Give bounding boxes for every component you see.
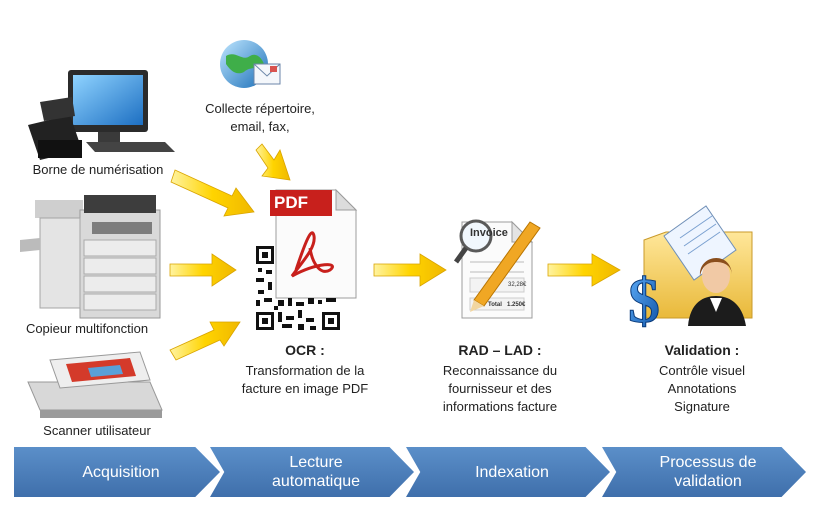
arrow-pdf-to-rad xyxy=(373,253,447,287)
pdf-badge-label: PDF xyxy=(274,193,308,212)
dollar-icon: $ xyxy=(628,265,661,337)
label-scanner: Scanner utilisateur xyxy=(43,423,151,438)
arrow-rad-to-validation xyxy=(547,253,621,287)
arrow-collecte-to-pdf xyxy=(255,143,291,181)
label-collecte-line2: email, fax, xyxy=(230,119,290,134)
stage-lecture: Lecture automatique xyxy=(210,447,414,497)
qr-code-icon xyxy=(256,246,340,330)
rad-line2: fournisseur et des xyxy=(448,381,552,396)
invoice-total-label: Total xyxy=(488,302,502,308)
magnifier-icon xyxy=(453,219,493,264)
rad-line3: informations facture xyxy=(442,399,558,414)
process-band: Acquisition Lecture automatique Indexati… xyxy=(14,447,810,497)
pdf-document-icon xyxy=(270,188,358,299)
validation-line3: Signature xyxy=(674,399,730,414)
invoice-total-value: 1.250€ xyxy=(507,302,526,308)
pencil-icon xyxy=(470,221,541,312)
copier-icon xyxy=(20,195,161,319)
rad-line1: Reconnaissance du xyxy=(442,363,558,378)
computer-icon xyxy=(68,70,175,152)
document-scanner-icon xyxy=(28,97,82,160)
validation-line1: Contrôle visuel xyxy=(659,363,745,378)
invoice-row-value: 32,28€ xyxy=(508,282,527,288)
stage-acquisition-label: Acquisition xyxy=(82,463,160,481)
envelope-icon xyxy=(253,63,281,85)
arrow-scanner-to-pdf xyxy=(169,321,241,361)
ocr-line2: facture en image PDF xyxy=(241,381,369,396)
arrow-copieur-to-pdf xyxy=(169,253,237,287)
label-collecte-line1: Collecte répertoire, xyxy=(205,101,315,116)
stage-lecture-label2: automatique xyxy=(271,473,361,490)
stage-lecture-label1: Lecture xyxy=(289,454,343,471)
stage-indexation: Indexation xyxy=(406,447,610,497)
stage-validation: Processus de validation xyxy=(602,447,806,497)
stage-validation-label2: validation xyxy=(674,473,742,490)
label-borne: Borne de numérisation xyxy=(32,162,164,177)
arrow-borne-to-pdf xyxy=(170,169,255,217)
stage-acquisition: Acquisition xyxy=(14,447,220,497)
stage-indexation-label: Indexation xyxy=(475,463,549,481)
ocr-line1: Transformation de la xyxy=(245,363,365,378)
ocr-title: OCR : xyxy=(285,342,325,358)
user-icon xyxy=(688,257,746,326)
svg-text:$: $ xyxy=(628,265,660,336)
label-copieur: Copieur multifonction xyxy=(25,321,149,336)
validation-line2: Annotations xyxy=(667,381,737,396)
invoice-word: Invoice xyxy=(470,227,508,239)
validation-title: Validation : xyxy=(664,342,740,358)
rad-title: RAD – LAD : xyxy=(458,342,542,358)
flatbed-scanner-icon xyxy=(27,351,163,418)
stage-validation-label1: Processus de xyxy=(659,454,757,471)
